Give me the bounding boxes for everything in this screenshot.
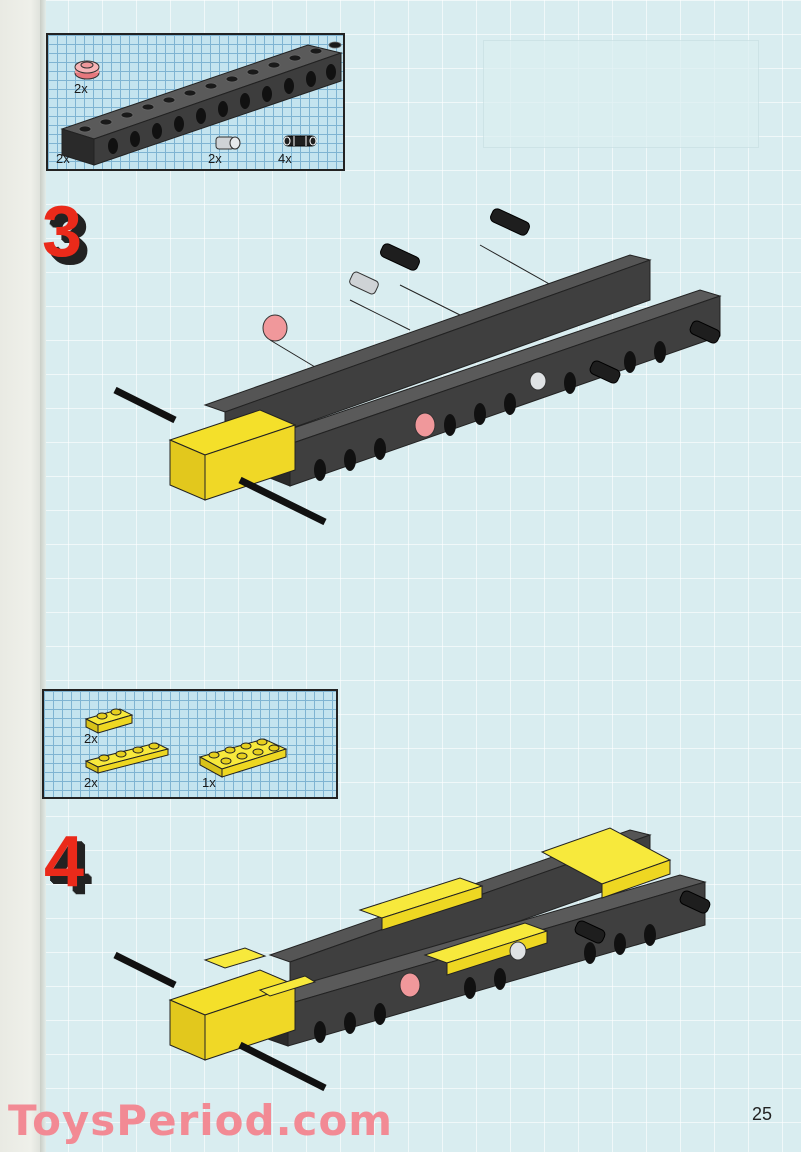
- technic-pin-half-icon: [215, 136, 241, 150]
- plate-1x2-yellow-icon: [84, 708, 134, 734]
- step4-parts-box: 2x 2x 1x: [42, 689, 338, 799]
- step4-part-qty: 1x: [202, 775, 216, 790]
- step3-part-qty: 4x: [278, 151, 292, 166]
- plate-1x4-yellow-icon: [84, 742, 170, 774]
- step-number: 4: [44, 822, 85, 902]
- step3-part-qty: 2x: [208, 151, 222, 166]
- technic-pin-friction-icon: [283, 135, 317, 147]
- plate-2x4-yellow-icon: [198, 738, 288, 778]
- step-number: 3: [42, 192, 83, 272]
- bleed-through-ghost: [483, 40, 759, 148]
- step3-part-qty: 2x: [74, 81, 88, 96]
- step4-assembly-illustration: [113, 827, 711, 1092]
- step4-part-qty: 2x: [84, 731, 98, 746]
- step4-part-qty: 2x: [84, 775, 98, 790]
- step3-parts-box: 2x 2x 2x 4x: [46, 33, 345, 171]
- watermark: ToysPeriod.com: [8, 1096, 394, 1145]
- page-number: 25: [752, 1104, 773, 1124]
- binding-shadow: [40, 0, 46, 1152]
- step3-part-qty: 2x: [56, 151, 70, 166]
- technic-brick-1x16-icon: [60, 41, 343, 166]
- step3-assembly-illustration: [113, 208, 722, 526]
- page-binding: [0, 0, 44, 1152]
- technic-bush-red-icon: [74, 60, 100, 80]
